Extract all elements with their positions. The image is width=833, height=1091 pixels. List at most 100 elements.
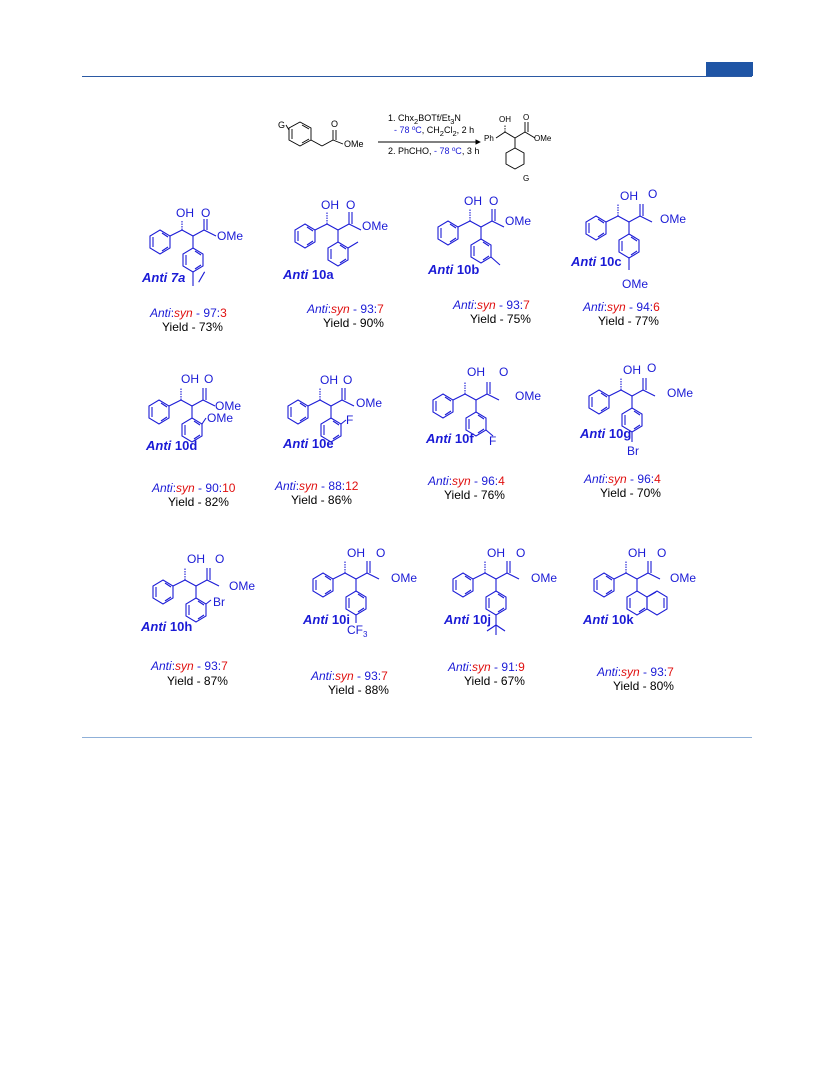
cf3-label: CF3 — [347, 623, 368, 639]
reaction-scheme: G O OMe OH O OMe Ph G — [278, 113, 552, 183]
product-ph-label: Ph — [484, 134, 494, 143]
yield-10c: Yield - 77% — [598, 314, 659, 328]
structure-7a: OH O OMe — [149, 206, 243, 286]
compound-label-10i: Anti 10i — [303, 612, 350, 627]
yield-10e: Yield - 86% — [291, 493, 352, 507]
ratio-10b: Anti:syn - 93:7 — [453, 298, 530, 312]
yield-10f: Yield - 76% — [444, 488, 505, 502]
bromo-label: Br — [627, 444, 639, 458]
oh-label: OH — [176, 206, 194, 220]
ome-label: OMe — [667, 386, 693, 400]
structure-10k: OH O OMe — [593, 546, 696, 616]
oh-label: OH — [628, 546, 646, 560]
oh-label: OH — [623, 363, 641, 377]
ratio-10f: Anti:syn - 96:4 — [428, 474, 505, 488]
ome-label: OMe — [531, 571, 557, 585]
ome-label: OMe — [356, 396, 382, 410]
compound-label-10d: Anti 10d — [146, 438, 198, 453]
compound-label-10g: Anti 10g — [580, 426, 632, 441]
carbonyl-o-label: O — [647, 361, 656, 375]
ratio-10k: Anti:syn - 93:7 — [597, 665, 674, 679]
ome-substituent-label: OMe — [207, 411, 233, 425]
product-structure — [495, 122, 536, 170]
compound-label-10k: Anti 10k — [583, 612, 634, 627]
ratio-10a: Anti:syn - 93:7 — [307, 302, 384, 316]
oh-label: OH — [467, 365, 485, 379]
ratio-10e: Anti:syn - 88:12 — [275, 479, 359, 493]
product-ome-label: OMe — [534, 134, 552, 143]
ratio-10i: Anti:syn - 93:7 — [311, 669, 388, 683]
header-tab — [706, 62, 753, 76]
structure-10g: OH O OMe Br — [588, 361, 693, 458]
compound-label-10a: Anti 10a — [283, 267, 334, 282]
carbonyl-o-label: O — [376, 546, 385, 560]
ome-label: OMe — [660, 212, 686, 226]
ome-label: OMe — [215, 399, 241, 413]
ome-label: OMe — [515, 389, 541, 403]
compound-label-7a: Anti 7a — [142, 270, 186, 285]
fluoro-label: F — [489, 434, 496, 448]
structure-10c: OH O OMe OMe — [585, 187, 686, 291]
structure-10j: OH O OMe — [452, 546, 557, 635]
structure-10b: OH O OMe — [437, 194, 531, 266]
yield-10k: Yield - 80% — [613, 679, 674, 693]
ome-label: OMe — [229, 579, 255, 593]
yield-10h: Yield - 87% — [167, 674, 228, 688]
structure-10d: OH O OMe OMe — [148, 372, 241, 443]
carbonyl-o-label: O — [204, 372, 213, 386]
yield-10j: Yield - 67% — [464, 674, 525, 688]
product-o-label: O — [523, 113, 529, 122]
footer-rule — [82, 737, 752, 738]
carbonyl-o-label: O — [648, 187, 657, 201]
ratio-7a: Anti:syn - 97:3 — [150, 306, 227, 320]
product-oh-label: OH — [499, 115, 511, 124]
carbonyl-o-label: O — [201, 206, 210, 220]
carbonyl-o-label: O — [346, 198, 355, 212]
condition-step-2: 2. PhCHO, - 78 ºC, 3 h — [388, 146, 480, 156]
yield-10g: Yield - 70% — [600, 486, 661, 500]
ratio-10d: Anti:syn - 90:10 — [152, 481, 236, 495]
carbonyl-o-label: O — [215, 552, 224, 566]
carbonyl-o-label: O — [657, 546, 666, 560]
compound-label-10f: Anti 10f — [426, 431, 474, 446]
ome-label: OMe — [217, 229, 243, 243]
carbonyl-o-label: O — [489, 194, 498, 208]
carbonyl-o-label: O — [516, 546, 525, 560]
reactant-ome-label: OMe — [344, 139, 364, 149]
compound-label-10b: Anti 10b — [428, 262, 480, 277]
ratio-10h: Anti:syn - 93:7 — [151, 659, 228, 673]
yield-7a: Yield - 73% — [162, 320, 223, 334]
bromo-label: Br — [213, 595, 225, 609]
ratio-10g: Anti:syn - 96:4 — [584, 472, 661, 486]
reactant-structure — [285, 121, 344, 147]
yield-10i: Yield - 88% — [328, 683, 389, 697]
ome-substituent-label: OMe — [622, 277, 648, 291]
compound-label-10h: Anti 10h — [141, 619, 193, 634]
ome-label: OMe — [391, 571, 417, 585]
reactant-g-label: G — [278, 120, 285, 130]
oh-label: OH — [187, 552, 205, 566]
ome-label: OMe — [505, 214, 531, 228]
compound-label-10j: Anti 10j — [444, 612, 491, 627]
yield-10d: Yield - 82% — [168, 495, 229, 509]
condition-step-1b: - 78 ºC, CH2Cl2, 2 h — [394, 125, 475, 138]
carbonyl-o-label: O — [343, 373, 352, 387]
structure-10h: OH O OMe Br — [152, 552, 255, 623]
structure-10i: OH O OMe CF3 — [312, 546, 417, 639]
ome-label: OMe — [362, 219, 388, 233]
oh-label: OH — [487, 546, 505, 560]
header-rule — [82, 76, 752, 77]
yield-10b: Yield - 75% — [470, 312, 531, 326]
ratio-10c: Anti:syn - 94:6 — [583, 300, 660, 314]
structure-10f: OH O OMe F — [432, 365, 541, 448]
reactant-o-label: O — [331, 119, 338, 129]
oh-label: OH — [347, 546, 365, 560]
compound-label-10e: Anti 10e — [283, 436, 334, 451]
fluoro-label: F — [346, 413, 353, 427]
oh-label: OH — [321, 198, 339, 212]
structure-10e: OH O OMe F — [287, 373, 382, 443]
yield-10a: Yield - 90% — [323, 316, 384, 330]
compound-label-10c: Anti 10c — [571, 254, 622, 269]
ome-label: OMe — [670, 571, 696, 585]
condition-step-1: 1. Chx2BOTf/Et3N — [388, 113, 461, 126]
